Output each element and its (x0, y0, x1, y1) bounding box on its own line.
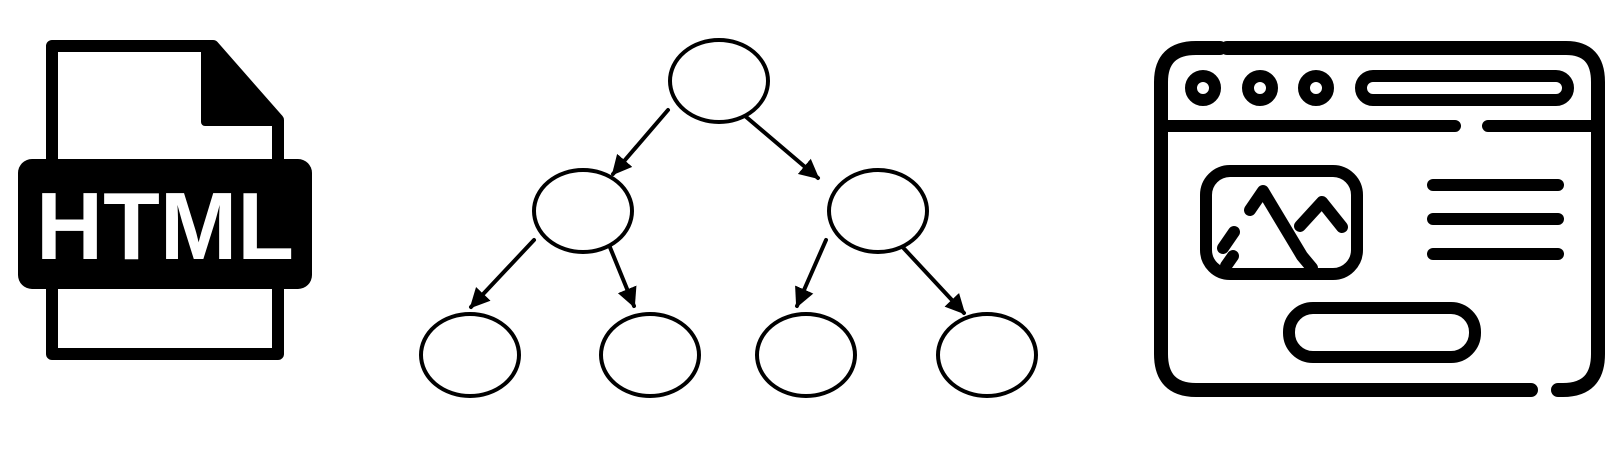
folded-corner (201, 42, 282, 126)
window-control-dot (1242, 70, 1278, 106)
tree-diagram-icon (419, 38, 1038, 398)
window-control-dot (1185, 70, 1221, 106)
button-outline (1283, 302, 1481, 363)
label-banner (18, 159, 312, 289)
tree-node-leaf-2 (599, 312, 701, 398)
edge-left-leaf1 (469, 238, 536, 309)
tree-node-right (827, 168, 929, 254)
html-file-icon: HTML (18, 40, 312, 360)
tree-node-leaf-3 (755, 312, 857, 398)
tree-node-leaf-4 (936, 312, 1038, 398)
address-bar (1355, 70, 1574, 106)
window-control-dot (1298, 70, 1334, 106)
edge-right-leaf1 (795, 238, 828, 308)
tree-node-left (532, 168, 634, 254)
edge-right-leaf2 (894, 238, 966, 315)
image-placeholder-frame (1200, 165, 1363, 280)
image-placeholder-icon (1217, 185, 1348, 274)
edge-left-leaf2 (605, 238, 637, 308)
browser-window-icon (1154, 41, 1605, 397)
html-label: HTML (36, 173, 294, 280)
tree-node-leaf-1 (419, 312, 521, 398)
edge-root-left (611, 108, 670, 176)
window-frame (1154, 41, 1605, 397)
edge-root-right (736, 108, 820, 180)
button-inner (1302, 321, 1462, 344)
tree-node-root (668, 38, 770, 124)
